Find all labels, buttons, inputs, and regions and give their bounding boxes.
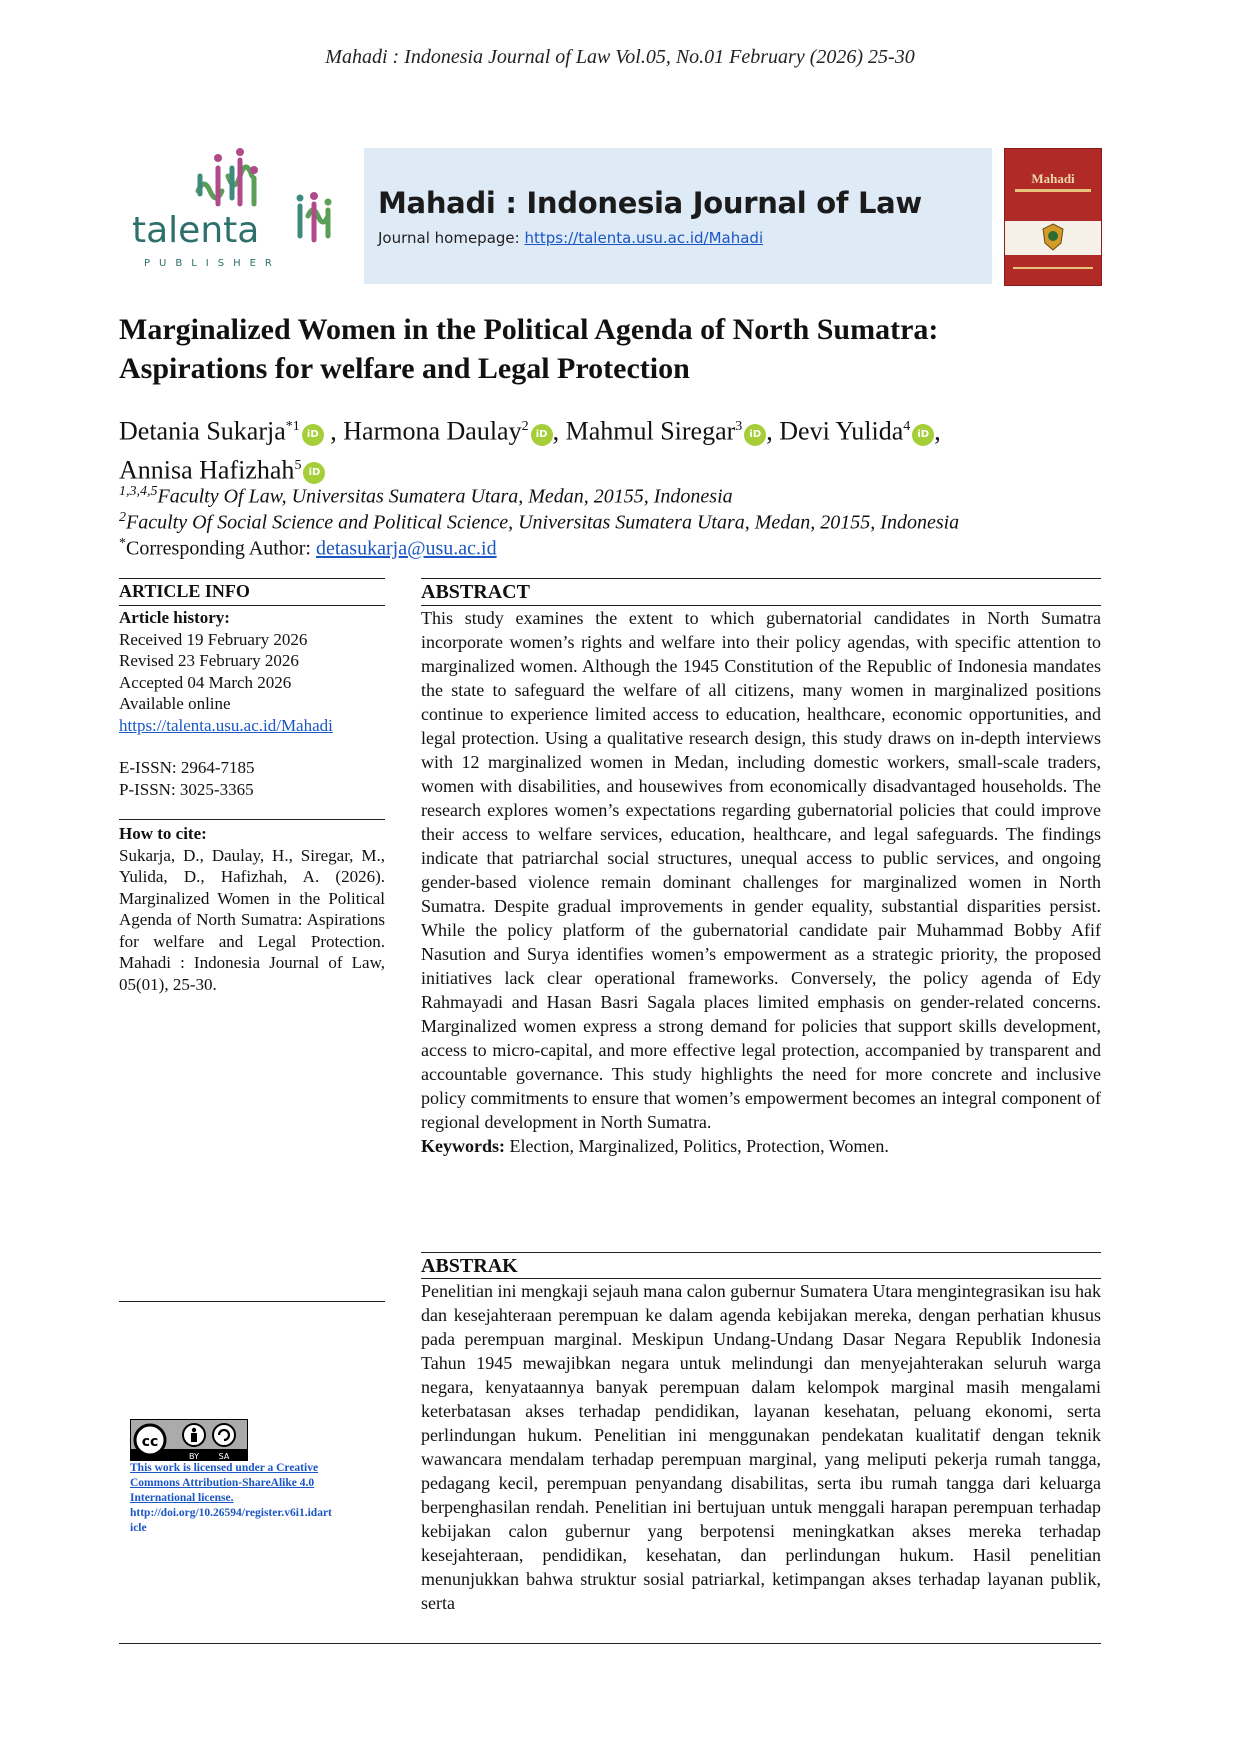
cc-license-badge[interactable]: cc BY SA (130, 1419, 248, 1461)
page-bottom-rule (119, 1643, 1101, 1644)
author: Detania Sukarja (119, 416, 286, 446)
author-sup: 2 (521, 419, 529, 434)
divider (119, 605, 385, 606)
homepage-link[interactable]: https://talenta.usu.ac.id/Mahadi (524, 229, 764, 247)
article-url-link[interactable]: https://talenta.usu.ac.id/Mahadi (119, 715, 333, 735)
badge-by-text: BY (189, 1452, 199, 1461)
affiliation-sup: 1,3,4,5 (119, 484, 158, 499)
divider (421, 1278, 1101, 1279)
abstrak-heading: ABSTRAK (421, 1255, 518, 1277)
cc-by-sa-icon: cc BY SA (130, 1419, 248, 1461)
license-line[interactable]: This work is licensed under a Creative (130, 1462, 319, 1474)
author-sup: *1 (285, 419, 300, 434)
abstract-text: This study examines the extent to which … (421, 608, 1101, 1132)
cover-footer-stripe (1013, 267, 1093, 269)
divider (119, 819, 385, 820)
author: Annisa Hafizhah (119, 455, 295, 485)
corresponding-label: Corresponding Author: (126, 537, 316, 560)
accepted-date: Accepted 04 March 2026 (119, 672, 292, 692)
divider (119, 578, 385, 579)
logo-word: talenta (132, 210, 259, 251)
orcid-icon[interactable]: iD (530, 423, 553, 446)
available-online: Available online (119, 694, 231, 713)
author: Devi Yulida (779, 416, 904, 446)
license-line[interactable]: Commons Attribution-ShareAlike 4.0 (130, 1477, 315, 1489)
title-line-2: Aspirations for welfare and Legal Protec… (119, 352, 690, 385)
article-info: Article history: Received 19 February 20… (119, 607, 385, 800)
talenta-logo-icon: talenta PUBLISHER (132, 148, 332, 269)
doi-line[interactable]: icle (130, 1522, 147, 1534)
badge-sa-text: SA (219, 1452, 230, 1461)
affiliation: 1,3,4,5Faculty Of Law, Universitas Sumat… (119, 480, 1119, 509)
doi-line[interactable]: http://doi.org/10.26594/register.v6i1.id… (130, 1507, 332, 1519)
abstrak-text: Penelitian ini mengkaji sejauh mana calo… (421, 1281, 1101, 1613)
cite-text: Sukarja, D., Daulay, H., Siregar, M., Yu… (119, 845, 385, 994)
author: Mahmul Siregar (565, 416, 736, 446)
university-seal-icon (1042, 223, 1064, 251)
divider (119, 1301, 385, 1302)
author-list: Detania Sukarja*1iD , Harmona Daulay2iD,… (119, 416, 941, 485)
received-date: Received 19 February 2026 (119, 629, 308, 649)
publisher-logo: talenta PUBLISHER (128, 146, 348, 276)
author-sup: 3 (735, 419, 743, 434)
divider (421, 1252, 1101, 1253)
homepage-label: Journal homepage: (378, 229, 525, 247)
orcid-icon[interactable]: iD (301, 423, 324, 446)
abstrak-body: Penelitian ini mengkaji sejauh mana calo… (421, 1279, 1101, 1639)
journal-name: Mahadi : Indonesia Journal of Law (378, 186, 922, 220)
corresponding-author: *Corresponding Author: detasukarja@usu.a… (119, 532, 497, 561)
running-header: Mahadi : Indonesia Journal of Law Vol.05… (325, 46, 915, 68)
license-text[interactable]: This work is licensed under a Creative C… (130, 1461, 380, 1536)
abstract-heading: ABSTRACT (421, 581, 530, 603)
how-to-cite: How to cite: Sukarja, D., Daulay, H., Si… (119, 823, 385, 995)
cover-title: Mahadi (1031, 171, 1075, 186)
journal-banner (364, 148, 992, 284)
svg-text:cc: cc (142, 1434, 159, 1450)
keywords-label: Keywords: (421, 1136, 505, 1156)
history-label: Article history: (119, 608, 230, 627)
article-info-heading: ARTICLE INFO (119, 581, 250, 601)
cite-heading: How to cite: (119, 824, 207, 843)
orcid-icon[interactable]: iD (744, 423, 767, 446)
author: Harmona Daulay (343, 416, 522, 446)
affiliation-sup: 2 (119, 510, 126, 525)
author-sup: 4 (903, 419, 911, 434)
title-line-1: Marginalized Women in the Political Agen… (119, 313, 939, 346)
journal-cover: Mahadi (1004, 148, 1102, 286)
cover-stripe (1015, 189, 1091, 192)
journal-homepage: Journal homepage: https://talenta.usu.ac… (378, 229, 763, 247)
abstract-body: This study examines the extent to which … (421, 606, 1101, 1158)
author-sup: 5 (294, 457, 302, 473)
corresponding-email-link[interactable]: detasukarja@usu.ac.id (316, 537, 497, 560)
corresponding-mark: * (119, 536, 126, 551)
logo-sub: PUBLISHER (144, 258, 281, 269)
affiliation: 2Faculty Of Social Science and Political… (119, 506, 1119, 535)
keywords: Election, Marginalized, Politics, Protec… (505, 1136, 889, 1156)
paper-title: Marginalized Women in the Political Agen… (119, 310, 1119, 388)
orcid-icon[interactable]: iD (912, 423, 935, 446)
pissn: P-ISSN: 3025-3365 (119, 779, 254, 799)
affiliation-text: Faculty Of Law, Universitas Sumatera Uta… (157, 485, 733, 508)
license-line[interactable]: International license. (130, 1492, 234, 1504)
divider (421, 578, 1101, 579)
eissn: E-ISSN: 2964-7185 (119, 758, 255, 777)
affiliation-text: Faculty Of Social Science and Political … (126, 511, 960, 534)
revised-date: Revised 23 February 2026 (119, 651, 299, 670)
divider (421, 605, 1101, 606)
orcid-icon[interactable]: iD (303, 462, 326, 485)
